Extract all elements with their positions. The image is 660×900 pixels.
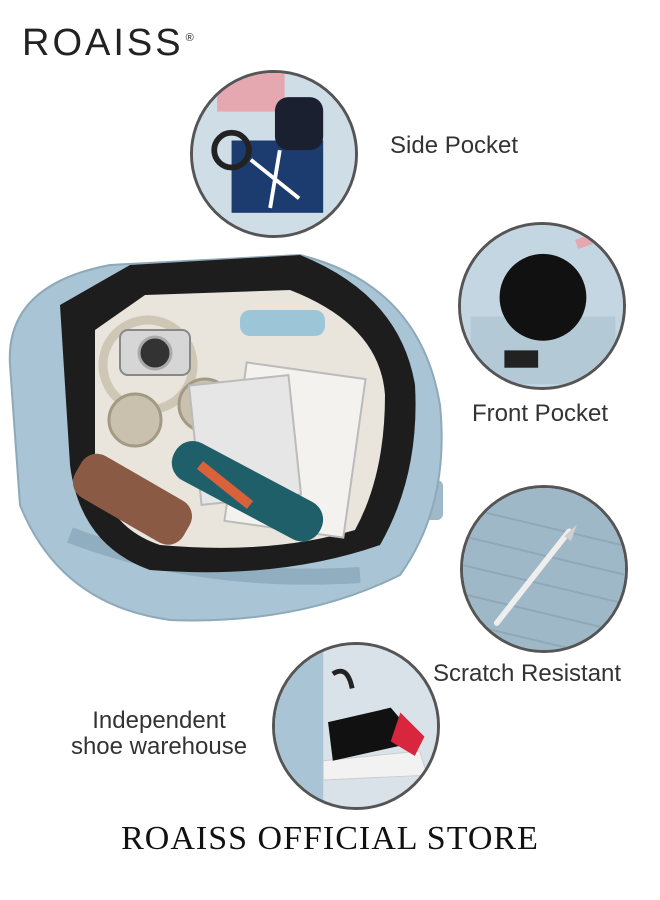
store-name: ROAISS OFFICIAL STORE: [121, 820, 539, 857]
front-pocket-label: Front Pocket: [472, 400, 609, 427]
umbrella-pattern: [196, 461, 254, 509]
shoe-label-line1: Independent: [92, 707, 226, 734]
bottle-cap: [274, 97, 324, 151]
open-duffel-bag-illustration: [8, 253, 443, 622]
shoe-label-line2: shoe warehouse: [70, 732, 248, 760]
pen-tip: [493, 528, 572, 626]
shoe-compartment-label: Independent shoe warehouse: [52, 708, 266, 760]
sunglasses-lens: [499, 253, 587, 341]
umbrella: [171, 441, 324, 542]
registered-mark: ®: [185, 32, 194, 45]
scratch-resistant-label: Scratch Resistant: [433, 660, 622, 687]
shoe-compartment-detail-image: [272, 642, 440, 810]
toiletry-tube: [240, 310, 325, 336]
brand-logo: ROAISS®: [22, 24, 194, 62]
umbrella-in-pocket: [231, 140, 324, 213]
sneaker-upper: [328, 707, 420, 761]
front-pocket-detail-image: [458, 222, 626, 390]
side-pocket-label: Side Pocket: [390, 132, 519, 159]
bag-edge: [275, 645, 324, 807]
brand-name: ROAISS: [22, 22, 184, 64]
velcro-patch: [504, 350, 539, 368]
headphone-cup-left: [107, 392, 163, 448]
camera-lens: [137, 335, 173, 371]
key-ring: [211, 129, 252, 171]
pink-strap: [217, 73, 285, 112]
water-bottle: [72, 453, 192, 545]
side-pocket-detail-image: [190, 70, 358, 238]
scratch-resistant-detail-image: [460, 485, 628, 653]
sneaker-red-accent: [390, 712, 425, 756]
